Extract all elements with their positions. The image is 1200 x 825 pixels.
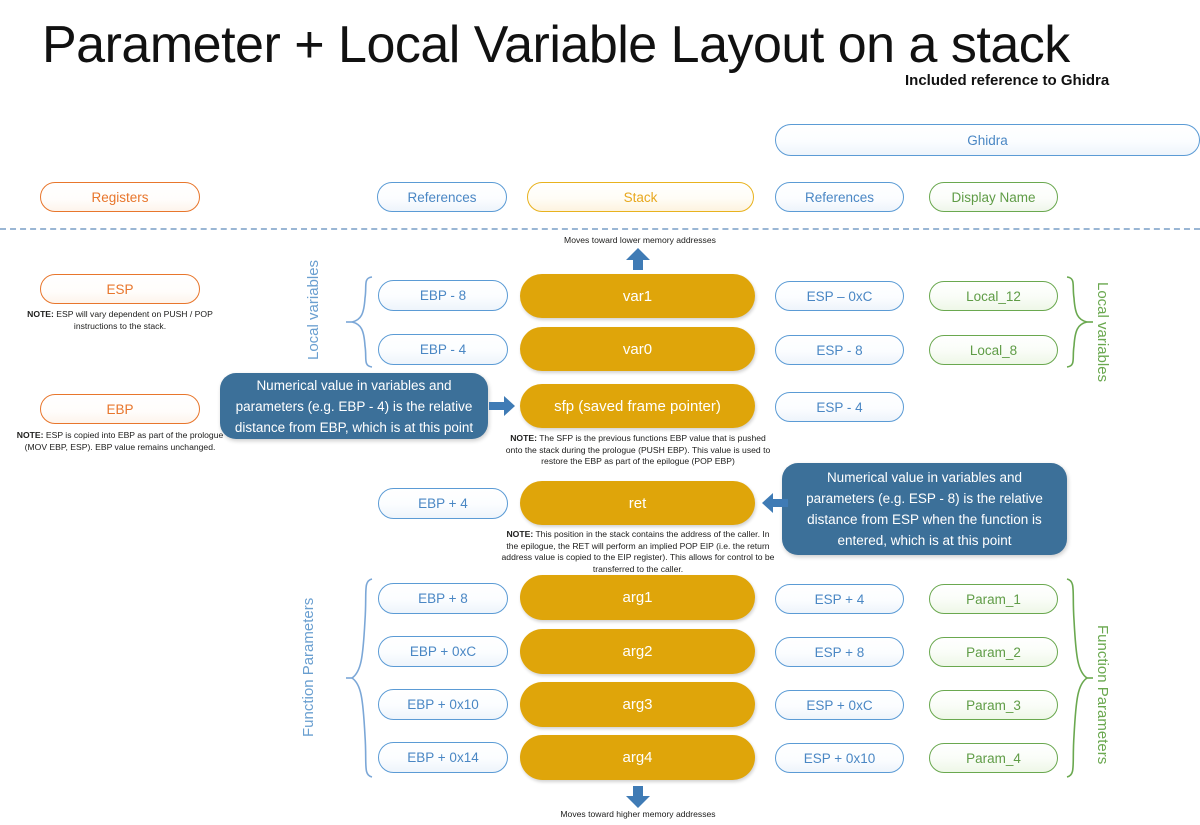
brace-function-parameters-left: [346, 578, 376, 778]
sfp-note: NOTE: The SFP is the previous functions …: [504, 433, 772, 468]
esp-callout: Numerical value in variables and paramet…: [782, 463, 1067, 555]
register-esp-note: NOTE: ESP will vary dependent on PUSH / …: [24, 309, 216, 332]
ref-left-row-0: EBP - 8: [378, 280, 508, 311]
ref-left-row-4: EBP + 8: [378, 583, 508, 614]
legend-registers: Registers: [40, 182, 200, 212]
stack-slot-var1: var1: [520, 274, 755, 318]
stack-slot-arg4: arg4: [520, 735, 755, 780]
stack-slot-arg2: arg2: [520, 629, 755, 674]
note-label: NOTE:: [510, 433, 537, 443]
brace-local-variables-right: [1063, 276, 1093, 368]
display-name-row-6: Param_3: [929, 690, 1058, 720]
stack-slot-sfp: sfp (saved frame pointer): [520, 384, 755, 428]
ref-right-row-0: ESP – 0xC: [775, 281, 904, 311]
note-text: This position in the stack contains the …: [501, 529, 775, 574]
bottom-arrow-caption: Moves toward higher memory addresses: [560, 809, 716, 819]
ref-right-row-2: ESP - 4: [775, 392, 904, 422]
group-label-local-variables-left: Local variables: [305, 259, 322, 360]
ref-left-row-1: EBP - 4: [378, 334, 508, 365]
stack-slot-ret: ret: [520, 481, 755, 525]
note-text: ESP is copied into EBP as part of the pr…: [24, 430, 224, 452]
stack-slot-arg1: arg1: [520, 575, 755, 620]
legend-stack: Stack: [527, 182, 754, 212]
ref-right-row-4: ESP + 4: [775, 584, 904, 614]
stack-slot-var0: var0: [520, 327, 755, 371]
ret-note: NOTE: This position in the stack contain…: [500, 529, 776, 575]
ref-left-row-3: EBP + 4: [378, 488, 508, 519]
section-divider: [0, 228, 1200, 230]
page-title: Parameter + Local Variable Layout on a s…: [42, 16, 1070, 74]
legend-display-name: Display Name: [929, 182, 1058, 212]
note-label: NOTE:: [16, 430, 44, 440]
display-name-row-7: Param_4: [929, 743, 1058, 773]
register-ebp-note: NOTE: ESP is copied into EBP as part of …: [14, 430, 226, 453]
brace-function-parameters-right: [1063, 578, 1093, 778]
group-label-local-variables-right: Local variables: [1094, 282, 1111, 383]
group-label-function-parameters-right: Function Parameters: [1094, 625, 1111, 765]
top-arrow-caption: Moves toward lower memory addresses: [564, 235, 716, 245]
display-name-row-5: Param_2: [929, 637, 1058, 667]
down-arrow-icon: [622, 786, 654, 808]
display-name-row-0: Local_12: [929, 281, 1058, 311]
ghidra-legend-bar: Ghidra: [775, 124, 1200, 156]
legend-references-left: References: [377, 182, 507, 212]
ref-right-row-5: ESP + 8: [775, 637, 904, 667]
stack-slot-arg3: arg3: [520, 682, 755, 727]
ref-left-row-5: EBP + 0xC: [378, 636, 508, 667]
note-label: NOTE:: [506, 529, 534, 539]
display-name-row-1: Local_8: [929, 335, 1058, 365]
page-subtitle: Included reference to Ghidra: [905, 72, 1110, 89]
brace-local-variables-left: [346, 276, 376, 368]
right-arrow-icon-ebp: [489, 396, 515, 416]
ref-right-row-7: ESP + 0x10: [775, 743, 904, 773]
register-ebp: EBP: [40, 394, 200, 424]
register-esp: ESP: [40, 274, 200, 304]
up-arrow-icon: [622, 248, 654, 270]
ebp-callout: Numerical value in variables and paramet…: [220, 373, 488, 439]
ref-left-row-7: EBP + 0x14: [378, 742, 508, 773]
ref-left-row-6: EBP + 0x10: [378, 689, 508, 720]
display-name-row-4: Param_1: [929, 584, 1058, 614]
group-label-function-parameters-left: Function Parameters: [300, 597, 317, 737]
left-arrow-icon-esp: [762, 493, 788, 513]
note-text: ESP will vary dependent on PUSH / POP in…: [56, 309, 213, 331]
legend-references-right: References: [775, 182, 904, 212]
note-label: NOTE:: [27, 309, 54, 319]
ref-right-row-1: ESP - 8: [775, 335, 904, 365]
ref-right-row-6: ESP + 0xC: [775, 690, 904, 720]
note-text: The SFP is the previous functions EBP va…: [505, 433, 771, 466]
